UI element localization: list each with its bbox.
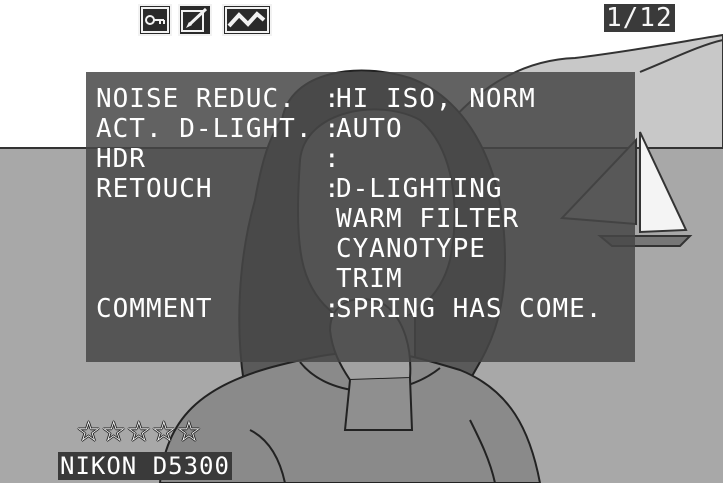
- retouch-brush-icon: [178, 4, 212, 36]
- info-separator: :: [324, 174, 341, 204]
- info-value: HI ISO, NORM: [336, 84, 536, 114]
- info-separator: :: [324, 294, 341, 324]
- info-label: HDR: [96, 144, 146, 174]
- info-separator: :: [324, 84, 341, 114]
- info-value: TRIM: [336, 264, 403, 294]
- frame-counter: 1/12: [604, 3, 675, 33]
- info-label: COMMENT: [96, 294, 213, 324]
- info-label: ACT. D-LIGHT.: [96, 114, 313, 144]
- info-value: AUTO: [336, 114, 403, 144]
- shooting-info-panel: NOISE REDUC. : HI ISO, NORM ACT. D-LIGHT…: [86, 72, 635, 362]
- info-row-hdr: HDR :: [96, 144, 636, 174]
- info-value: WARM FILTER: [336, 204, 520, 234]
- info-row-retouch-3: CYANOTYPE: [96, 234, 636, 264]
- info-row-comment: COMMENT : SPRING HAS COME.: [96, 294, 636, 324]
- info-row-retouch-4: TRIM: [96, 264, 636, 294]
- info-row-active-d-lighting: ACT. D-LIGHT. : AUTO: [96, 114, 636, 144]
- rating-stars: ☆☆☆☆☆: [76, 415, 202, 448]
- info-separator: :: [324, 144, 341, 174]
- info-row-retouch-2: WARM FILTER: [96, 204, 636, 234]
- info-value: SPRING HAS COME.: [336, 294, 603, 324]
- camera-model: NIKON D5300: [58, 452, 232, 480]
- info-value: CYANOTYPE: [336, 234, 486, 264]
- info-label: RETOUCH: [96, 174, 213, 204]
- info-row-retouch: RETOUCH : D-LIGHTING: [96, 174, 636, 204]
- info-label: NOISE REDUC.: [96, 84, 296, 114]
- protect-key-icon: [138, 4, 172, 36]
- active-d-lighting-icon: [222, 4, 272, 36]
- info-separator: :: [324, 114, 341, 144]
- info-row-noise-reduc: NOISE REDUC. : HI ISO, NORM: [96, 84, 636, 114]
- info-value: D-LIGHTING: [336, 174, 503, 204]
